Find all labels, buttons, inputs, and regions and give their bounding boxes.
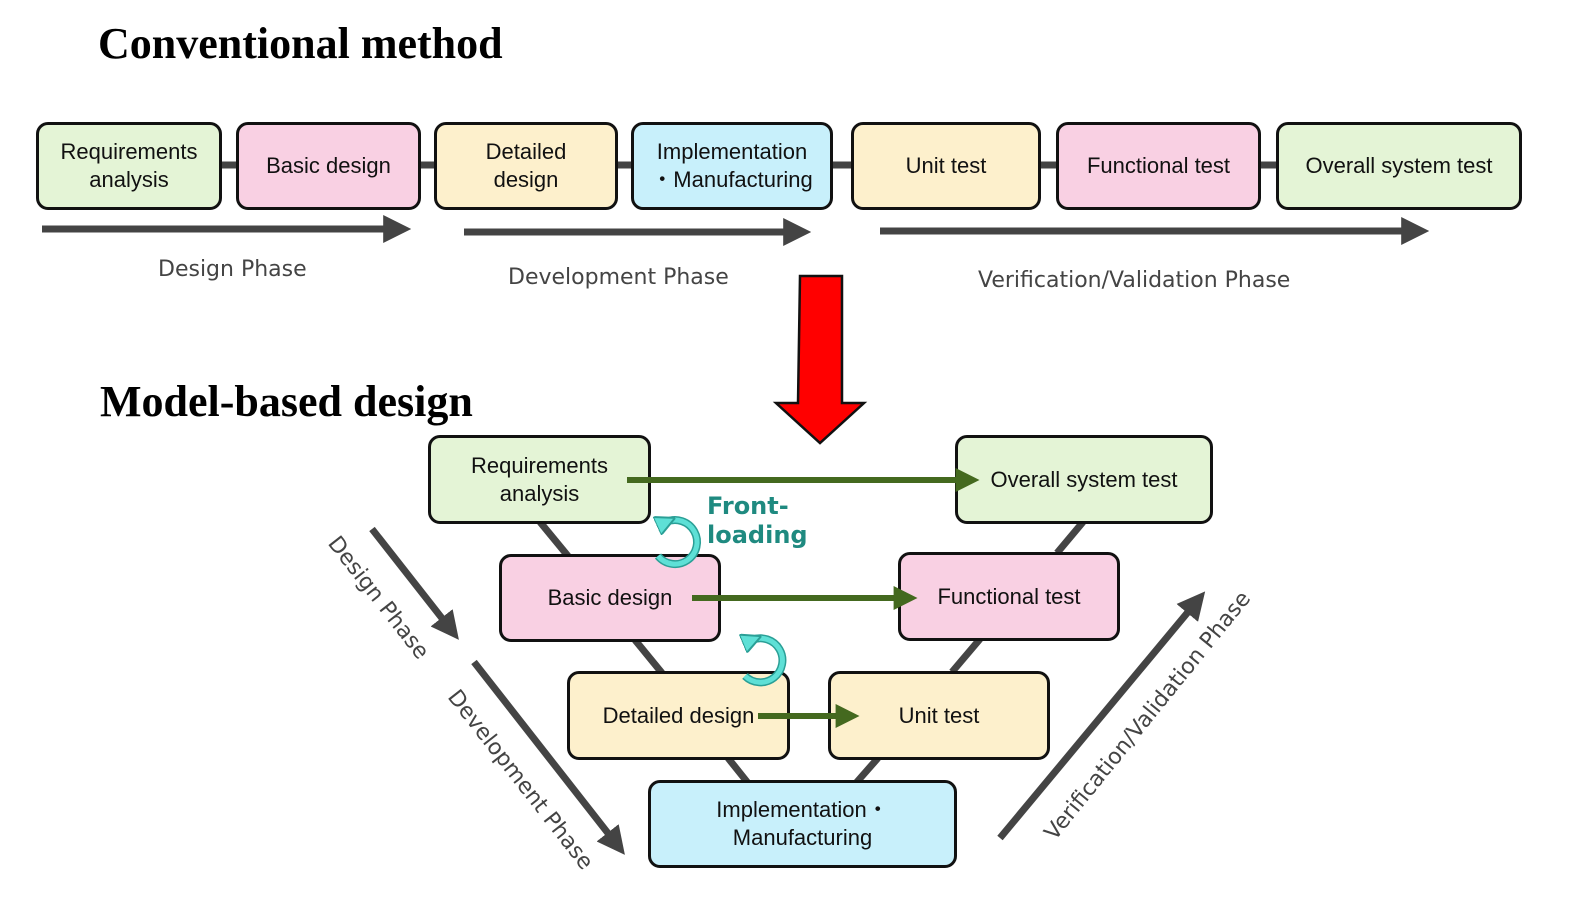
v-connector	[537, 519, 571, 559]
conventional-title: Conventional method	[98, 19, 503, 68]
front-loading-loop-icon	[658, 520, 700, 567]
v-basic-design-box: Basic design	[499, 554, 721, 642]
conv-requirements-box: Requirements analysis	[36, 122, 222, 210]
v-overall-test-box: Overall system test	[955, 435, 1213, 524]
v-connector	[632, 637, 665, 676]
conv-basic-design-box: Basic design	[236, 122, 421, 210]
development-phase-label: Development Phase	[508, 265, 729, 290]
v-development-phase-arrow	[471, 659, 625, 855]
v-requirements-box: Requirements analysis	[428, 435, 651, 524]
conv-overall-test-box: Overall system test	[1276, 122, 1522, 210]
verification-phase-label: Verification/Validation Phase	[978, 268, 1291, 293]
v-unit-test-box: Unit test	[828, 671, 1050, 760]
v-verification-phase-arrow	[997, 591, 1206, 841]
design-phase-label: Design Phase	[158, 257, 307, 282]
conv-detailed-design-box: Detailed design	[434, 122, 618, 210]
v-design-phase-arrow	[369, 526, 459, 640]
v-detailed-design-box: Detailed design	[567, 671, 790, 760]
v-connector	[725, 755, 751, 786]
v-connector	[853, 755, 881, 786]
v-implementation-box: Implementation・ Manufacturing	[648, 780, 957, 868]
conv-functional-test-box: Functional test	[1056, 122, 1261, 210]
front-loading-label: Front- loading	[707, 492, 808, 549]
v-functional-test-box: Functional test	[898, 552, 1120, 641]
model-based-title: Model-based design	[100, 377, 473, 426]
loop-arrow-icon	[745, 638, 785, 685]
conv-implementation-box: Implementation ・Manufacturing	[631, 122, 833, 210]
v-connector	[1054, 519, 1086, 556]
v-connector	[949, 636, 983, 675]
conv-unit-test-box: Unit test	[851, 122, 1041, 210]
transition-arrow	[772, 274, 868, 445]
